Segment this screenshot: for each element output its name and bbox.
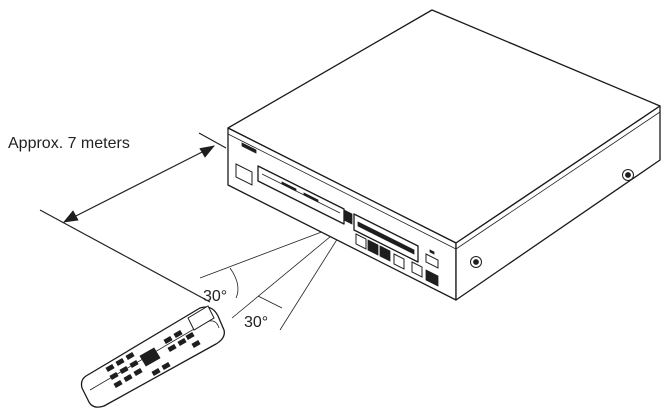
transport-button-6 — [425, 269, 439, 287]
angle-label-lower: 30° — [244, 314, 268, 331]
angle-arc-lower — [257, 295, 283, 309]
side-screw-front-inner — [473, 259, 479, 265]
side-screw-rear-inner — [625, 172, 631, 178]
transport-button-1 — [355, 233, 367, 250]
extension-line-near-remote — [39, 209, 211, 303]
player-front-trim — [227, 133, 457, 250]
remote-control — [80, 305, 225, 408]
remote-sensor — [343, 209, 353, 225]
angle-label-upper: 30° — [203, 288, 227, 305]
tray-label-mark — [281, 181, 297, 192]
distance-dimension: Approx. 7 meters — [8, 132, 227, 303]
cd-player — [227, 9, 661, 301]
power-button — [235, 163, 253, 186]
tray-label-mark-2 — [303, 192, 319, 203]
extension-line-near-player — [198, 132, 227, 149]
brand-logo-mark — [241, 142, 257, 154]
display-inner — [357, 221, 415, 255]
transport-button-4 — [393, 253, 405, 270]
arrowhead-upper — [199, 145, 215, 158]
transport-button-2 — [367, 239, 379, 256]
angle-arc-upper — [229, 267, 239, 299]
indicator-mark — [429, 249, 435, 255]
disc-tray-slot — [261, 173, 341, 214]
player-side-trim — [455, 111, 661, 250]
remote-dpad — [139, 347, 161, 367]
beam-center — [231, 221, 349, 319]
distance-label: Approx. 7 meters — [8, 135, 130, 152]
transport-button-5 — [411, 261, 423, 278]
remote-display-panel — [187, 305, 215, 331]
dimension-line — [63, 145, 215, 223]
player-side-panel — [455, 105, 661, 301]
disc-tray — [257, 165, 345, 225]
signal-beams: 30° 30° — [199, 221, 349, 331]
transport-button-3 — [379, 245, 391, 262]
transport-button-7 — [425, 253, 439, 269]
arrowhead-lower — [63, 210, 79, 223]
remote-button-grid — [105, 329, 201, 389]
